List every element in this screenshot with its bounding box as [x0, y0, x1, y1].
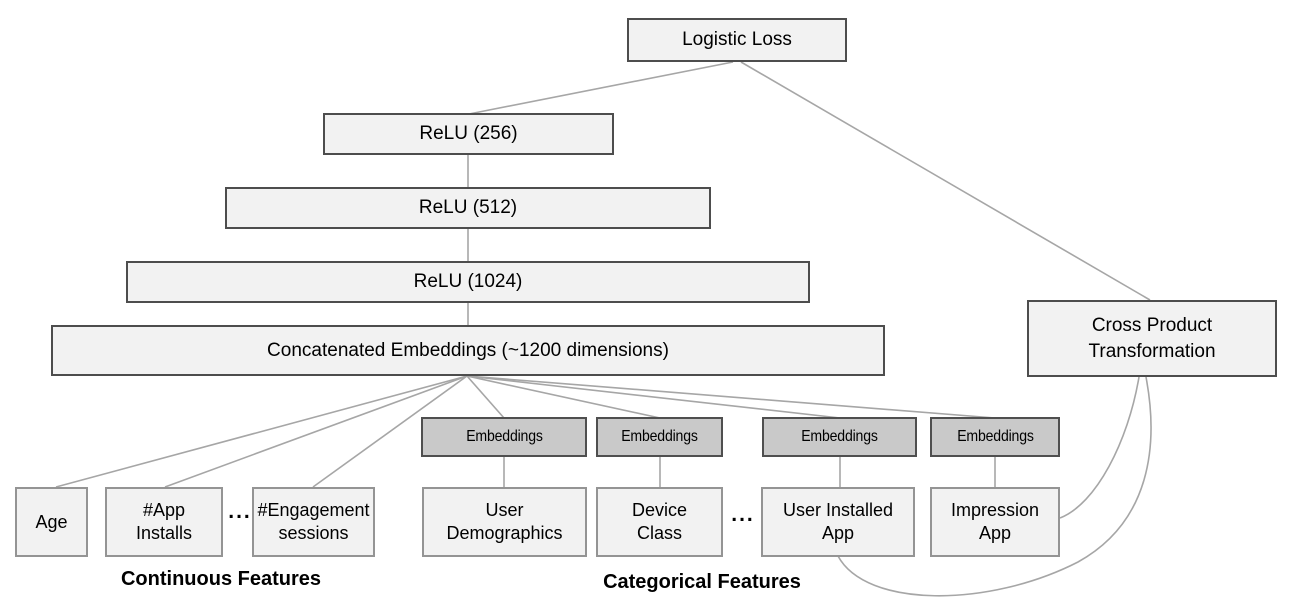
node-feature-age: Age [15, 487, 88, 557]
feature-app-installs-line2: Installs [135, 523, 193, 543]
feature-user-installed-line1: User Installed [782, 500, 894, 520]
edge-concat-engagement [312, 375, 468, 488]
feature-user-installed-line2: App [821, 523, 855, 543]
edge-concat-emb3 [466, 375, 841, 419]
feature-engagement-line2: sessions [278, 523, 349, 543]
feature-device-class-line2: Class [636, 523, 682, 543]
feature-device-class-line1: Device [631, 500, 688, 520]
edge-loss-relu256 [468, 61, 734, 115]
feature-engagement-line1: #Engagement [257, 500, 370, 520]
node-embeddings-impression-app: Embeddings [930, 417, 1060, 457]
node-concatenated-embeddings-label: Concatenated Embeddings (~1200 dimension… [267, 339, 669, 361]
node-cross-product-transformation: Cross Product Transformation [1027, 300, 1277, 377]
embeddings-label-3: Embeddings [801, 428, 878, 445]
node-embeddings-device-class: Embeddings [596, 417, 723, 457]
cross-product-label-line1: Cross Product [1091, 314, 1213, 336]
embeddings-label-4: Embeddings [956, 428, 1034, 445]
node-feature-impression-app: Impression App [930, 487, 1060, 557]
node-embeddings-user-demographics: Embeddings [421, 417, 587, 457]
edge-concat-appinstalls [164, 375, 468, 488]
edge-concat-emb1 [466, 375, 505, 419]
continuous-features-label: Continuous Features [120, 568, 321, 590]
node-feature-app-installs: #App Installs [105, 487, 223, 557]
edge-concat-emb4 [466, 375, 996, 419]
edge-impression-crossproduct [1059, 376, 1140, 519]
continuous-features-ellipsis: ... [228, 500, 252, 523]
feature-app-installs-line1: #App [142, 500, 186, 520]
embeddings-label-1: Embeddings [465, 428, 543, 445]
categorical-features-ellipsis: ... [731, 503, 755, 526]
node-feature-user-demographics: User Demographics [422, 487, 587, 557]
node-feature-user-installed-app: User Installed App [761, 487, 915, 557]
node-relu-256: ReLU (256) [323, 113, 614, 155]
categorical-features-label: Categorical Features [603, 571, 801, 593]
node-relu-512: ReLU (512) [225, 187, 711, 229]
node-concatenated-embeddings: Concatenated Embeddings (~1200 dimension… [51, 325, 885, 376]
node-relu-512-label: ReLU (512) [418, 197, 518, 218]
edge-userinstalled-crossproduct [837, 376, 1152, 597]
edge-concat-emb2 [466, 375, 661, 419]
node-relu-256-label: ReLU (256) [419, 123, 518, 144]
node-logistic-loss: Logistic Loss [627, 18, 847, 62]
node-feature-engagement-sessions: #Engagement sessions [252, 487, 375, 557]
feature-user-demographics-line2: Demographics [446, 523, 563, 543]
node-feature-device-class: Device Class [596, 487, 723, 557]
feature-impression-line1: Impression [950, 500, 1040, 520]
edge-loss-crossproduct [740, 61, 1151, 301]
edge-concat-age [55, 375, 468, 488]
embeddings-label-2: Embeddings [621, 428, 698, 445]
node-relu-1024-label: ReLU (1024) [413, 271, 523, 292]
cross-product-label-line2: Transformation [1088, 340, 1216, 362]
node-logistic-loss-label: Logistic Loss [682, 29, 792, 50]
feature-impression-line2: App [978, 523, 1012, 543]
feature-user-demographics-line1: User [485, 500, 524, 520]
feature-age-line1: Age [35, 511, 68, 532]
node-embeddings-user-installed-app: Embeddings [762, 417, 917, 457]
node-relu-1024: ReLU (1024) [126, 261, 810, 303]
